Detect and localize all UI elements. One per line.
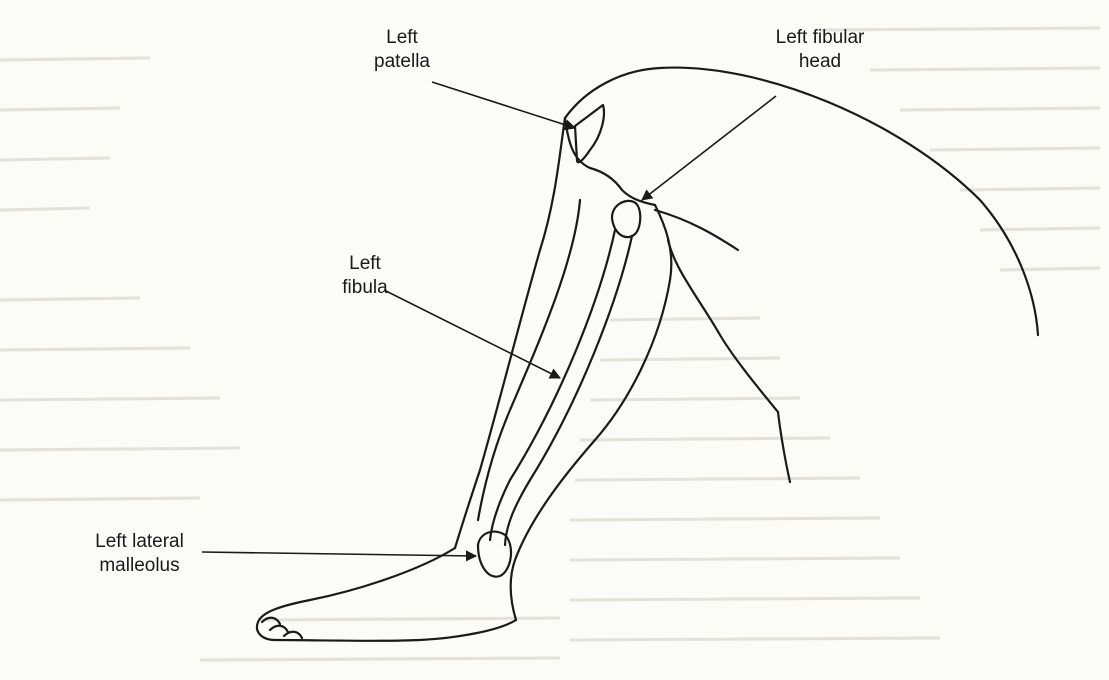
thigh-upper-outline [565,68,1038,335]
malleolus-leader-arrow [202,552,476,556]
toes [262,618,302,638]
thigh-lower-outline [655,210,738,250]
label-left-patella: Left patella [362,26,442,74]
fibula-shaft [505,236,632,545]
patella-leader-arrow [432,82,575,128]
fibular-head-shape [612,201,640,237]
patella-shape [575,105,604,162]
fibula-leader-arrow [384,290,560,378]
tibia-shaft [478,200,580,520]
back-of-knee-outline [668,240,790,482]
fibular-head-leader-arrow [642,96,776,200]
label-left-fibula: Left fibula [325,252,405,300]
foot-outline [257,548,516,641]
label-left-fibular-head: Left fibular head [750,26,890,74]
label-left-lateral-malleolus: Left lateral malleolus [72,530,207,578]
